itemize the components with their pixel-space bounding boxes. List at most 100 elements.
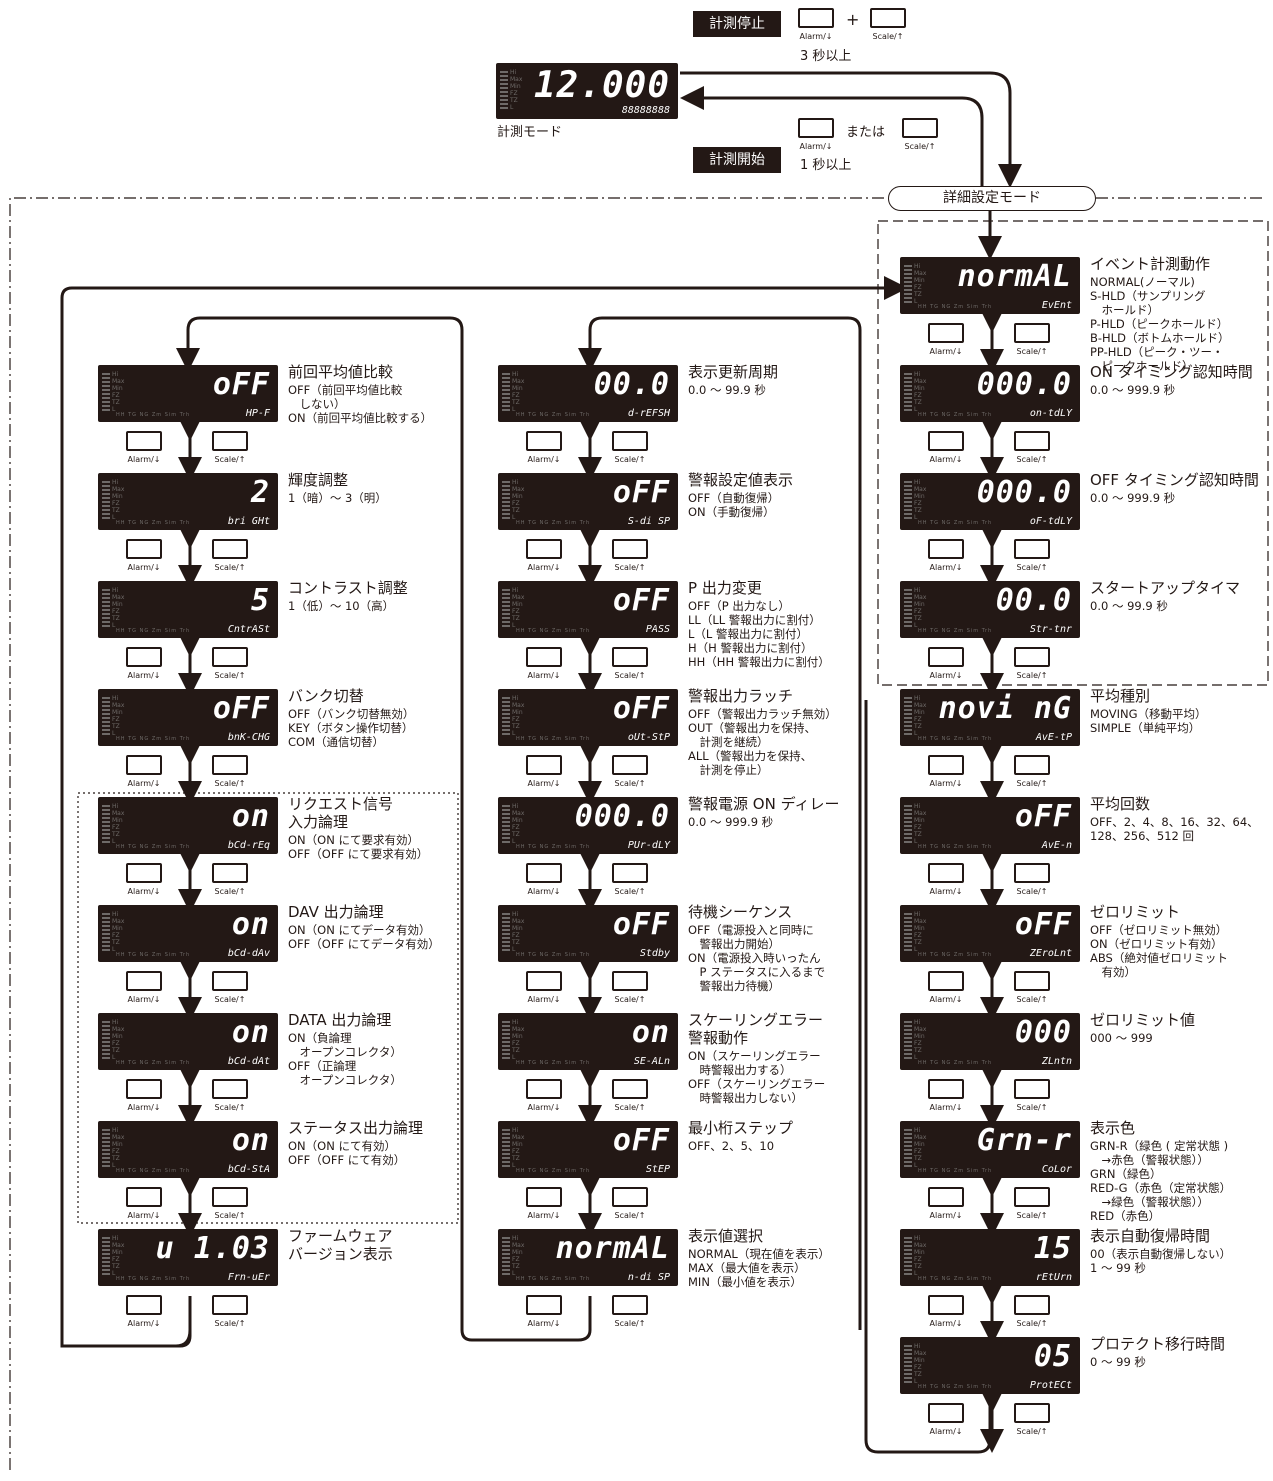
scale-up-key[interactable] — [1014, 1187, 1050, 1207]
scale-up-key[interactable] — [612, 431, 648, 451]
lcd-main-value: 00.0 — [996, 584, 1072, 618]
alarm-down-key[interactable] — [928, 1403, 964, 1423]
scale-up-key[interactable] — [1014, 1295, 1050, 1315]
alarm-down-key[interactable] — [928, 539, 964, 559]
scale-up-key[interactable] — [612, 971, 648, 991]
scale-up-key[interactable] — [612, 539, 648, 559]
alarm-down-key[interactable] — [126, 755, 162, 775]
middle-lcd-8: Hi Max Min FZ TZ LHH TG NG Zm Sim Trhnor… — [498, 1229, 678, 1286]
lcd-parameter-code: on-tdLY — [1030, 408, 1072, 420]
alarm-down-key[interactable] — [126, 971, 162, 991]
scale-up-key[interactable] — [1014, 863, 1050, 883]
scale-up-key[interactable] — [612, 755, 648, 775]
alarm-down-key[interactable] — [526, 431, 562, 451]
alarm-key-label: Alarm/↓ — [926, 887, 966, 896]
lcd-parameter-code: bCd-rEq — [228, 840, 270, 852]
alarm-down-key[interactable] — [526, 755, 562, 775]
alarm-down-key[interactable] — [526, 647, 562, 667]
scale-up-key[interactable] — [612, 647, 648, 667]
scale-up-key[interactable] — [212, 431, 248, 451]
alarm-down-key[interactable] — [126, 1187, 162, 1207]
alarm-down-key[interactable] — [126, 863, 162, 883]
scale-up-key[interactable] — [212, 755, 248, 775]
alarm-down-key[interactable] — [928, 863, 964, 883]
alarm-down-key[interactable] — [526, 1079, 562, 1099]
scale-key-label: Scale/↑ — [610, 887, 650, 896]
scale-up-key[interactable] — [612, 863, 648, 883]
scale-up-key[interactable] — [1014, 755, 1050, 775]
scale-key-label: Scale/↑ — [900, 142, 940, 151]
plus-sign: + — [846, 12, 859, 28]
alarm-down-key[interactable] — [928, 323, 964, 343]
scale-up-key[interactable] — [212, 1079, 248, 1099]
scale-up-key[interactable] — [612, 1295, 648, 1315]
setting-title: OFF タイミング認知時間 — [1090, 471, 1259, 489]
alarm-down-key[interactable] — [928, 647, 964, 667]
scale-up-key[interactable] — [1014, 971, 1050, 991]
lcd-parameter-code: bri GHt — [228, 516, 270, 528]
right-lcd-6: Hi Max Min FZ TZ LHH TG NG Zm Sim TrhoFF… — [900, 905, 1080, 962]
lcd-parameter-code: bCd-dAv — [228, 948, 270, 960]
setting-title: 表示値選択 — [688, 1227, 763, 1245]
scale-up-key[interactable] — [1014, 647, 1050, 667]
alarm-down-key[interactable] — [526, 863, 562, 883]
alarm-key-label: Alarm/↓ — [124, 1103, 164, 1112]
lcd-main-value: on — [232, 908, 270, 942]
alarm-down-key[interactable] — [126, 647, 162, 667]
alarm-key-label: Alarm/↓ — [926, 1103, 966, 1112]
scale-up-key[interactable] — [1014, 539, 1050, 559]
alarm-down-key[interactable] — [126, 1079, 162, 1099]
alarm-down-key[interactable] — [928, 1187, 964, 1207]
setting-title: ゼロリミット値 — [1090, 1011, 1195, 1029]
lcd-parameter-code: oUt-StP — [628, 732, 670, 744]
scale-key-label: Scale/↑ — [210, 887, 250, 896]
scale-key-label: Scale/↑ — [610, 995, 650, 1004]
scale-up-key[interactable] — [1014, 323, 1050, 343]
setting-title: ゼロリミット — [1090, 903, 1180, 921]
alarm-key-label: Alarm/↓ — [926, 455, 966, 464]
scale-up-key[interactable] — [212, 647, 248, 667]
setting-options: NORMAL(ノーマル) S-HLD（サンプリング ホールド） P-HLD（ピー… — [1090, 275, 1229, 373]
setting-options: 0.0 ～ 99.9 秒 — [688, 383, 766, 397]
scale-up-key[interactable] — [212, 971, 248, 991]
lcd-parameter-code: rEtUrn — [1036, 1272, 1072, 1284]
lcd-parameter-code: ProtECt — [1030, 1380, 1072, 1392]
alarm-down-key[interactable] — [526, 1295, 562, 1315]
alarm-down-key[interactable] — [526, 539, 562, 559]
lcd-parameter-code: ZLntn — [1042, 1056, 1072, 1068]
alarm-key-label: Alarm/↓ — [926, 1211, 966, 1220]
lcd-main-value: 000.0 — [575, 800, 670, 834]
scale-up-key[interactable] — [212, 863, 248, 883]
scale-up-key[interactable] — [1014, 1403, 1050, 1423]
alarm-down-key[interactable] — [126, 539, 162, 559]
lcd-parameter-code: SE-ALn — [634, 1056, 670, 1068]
alarm-key-label: Alarm/↓ — [524, 1211, 564, 1220]
measure-sub: 88888888 — [622, 105, 670, 117]
alarm-down-key[interactable] — [928, 971, 964, 991]
scale-key-label: Scale/↑ — [610, 779, 650, 788]
alarm-down-key[interactable] — [526, 1187, 562, 1207]
scale-up-key[interactable] — [1014, 1079, 1050, 1099]
alarm-down-key[interactable] — [126, 431, 162, 451]
setting-options: 0.0 ～ 99.9 秒 — [1090, 599, 1168, 613]
setting-options: 0 ～ 99 秒 — [1090, 1355, 1146, 1369]
alarm-down-key[interactable] — [928, 1079, 964, 1099]
alarm-key-label: Alarm/↓ — [926, 1427, 966, 1436]
alarm-down-key[interactable] — [928, 755, 964, 775]
start-hold-time: 1 秒以上 — [800, 158, 851, 174]
alarm-down-key[interactable] — [928, 431, 964, 451]
right-lcd-2: Hi Max Min FZ TZ LHH TG NG Zm Sim Trh000… — [900, 473, 1080, 530]
alarm-down-key[interactable] — [526, 971, 562, 991]
setting-options: 1（低）～ 10（高） — [288, 599, 394, 613]
alarm-down-key[interactable] — [126, 1295, 162, 1315]
scale-up-key[interactable] — [1014, 431, 1050, 451]
scale-up-key[interactable] — [212, 539, 248, 559]
left-lcd-1: Hi Max Min FZ TZ LHH TG NG Zm Sim Trh2br… — [98, 473, 278, 530]
scale-up-key[interactable] — [612, 1187, 648, 1207]
scale-up-key[interactable] — [212, 1187, 248, 1207]
alarm-down-key[interactable] — [928, 1295, 964, 1315]
setting-options: 0.0 ～ 999.9 秒 — [688, 815, 773, 829]
lcd-parameter-code: Str-tnr — [1030, 624, 1072, 636]
scale-up-key[interactable] — [212, 1295, 248, 1315]
scale-up-key[interactable] — [612, 1079, 648, 1099]
